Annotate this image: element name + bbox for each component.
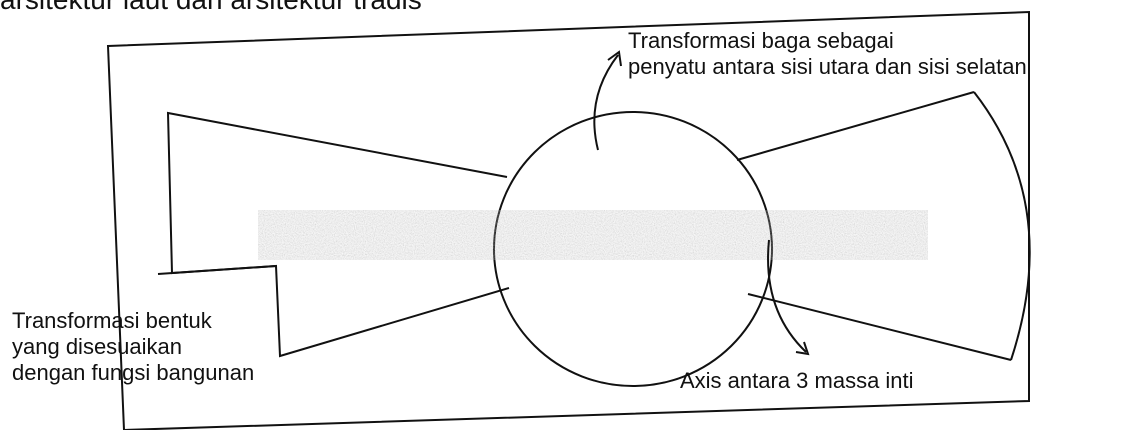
left-annotation-line3: dengan fungsi bangunan [12, 360, 255, 385]
top-arrowhead-icon [607, 50, 622, 67]
blurred-band [258, 210, 928, 260]
bottom-arrowhead-icon [795, 341, 810, 356]
header-partial-text: arsitektur laut dan arsitektur tradis [0, 0, 422, 15]
top-annotation-line1: Transformasi baga sebagai [628, 28, 894, 53]
right-wing-bottom [747, 293, 1012, 361]
outer-frame [106, 10, 1030, 430]
left-annotation-line1: Transformasi bentuk [12, 308, 212, 333]
axis-annotation: Axis antara 3 massa inti [680, 368, 914, 393]
bottom-curved-arrow [767, 239, 807, 353]
top-curved-arrow [593, 54, 619, 151]
top-annotation-line2: penyatu antara sisi utara dan sisi selat… [628, 54, 1027, 79]
left-wing-step [157, 265, 277, 275]
right-wing-arc [973, 91, 1031, 361]
left-annotation-line2: yang disesuaikan [12, 334, 183, 359]
left-annotation: Transformasi bentuk yang disesuaikan den… [12, 308, 254, 386]
right-wing [736, 91, 975, 161]
top-annotation: Transformasi baga sebagai penyatu antara… [628, 28, 1027, 80]
